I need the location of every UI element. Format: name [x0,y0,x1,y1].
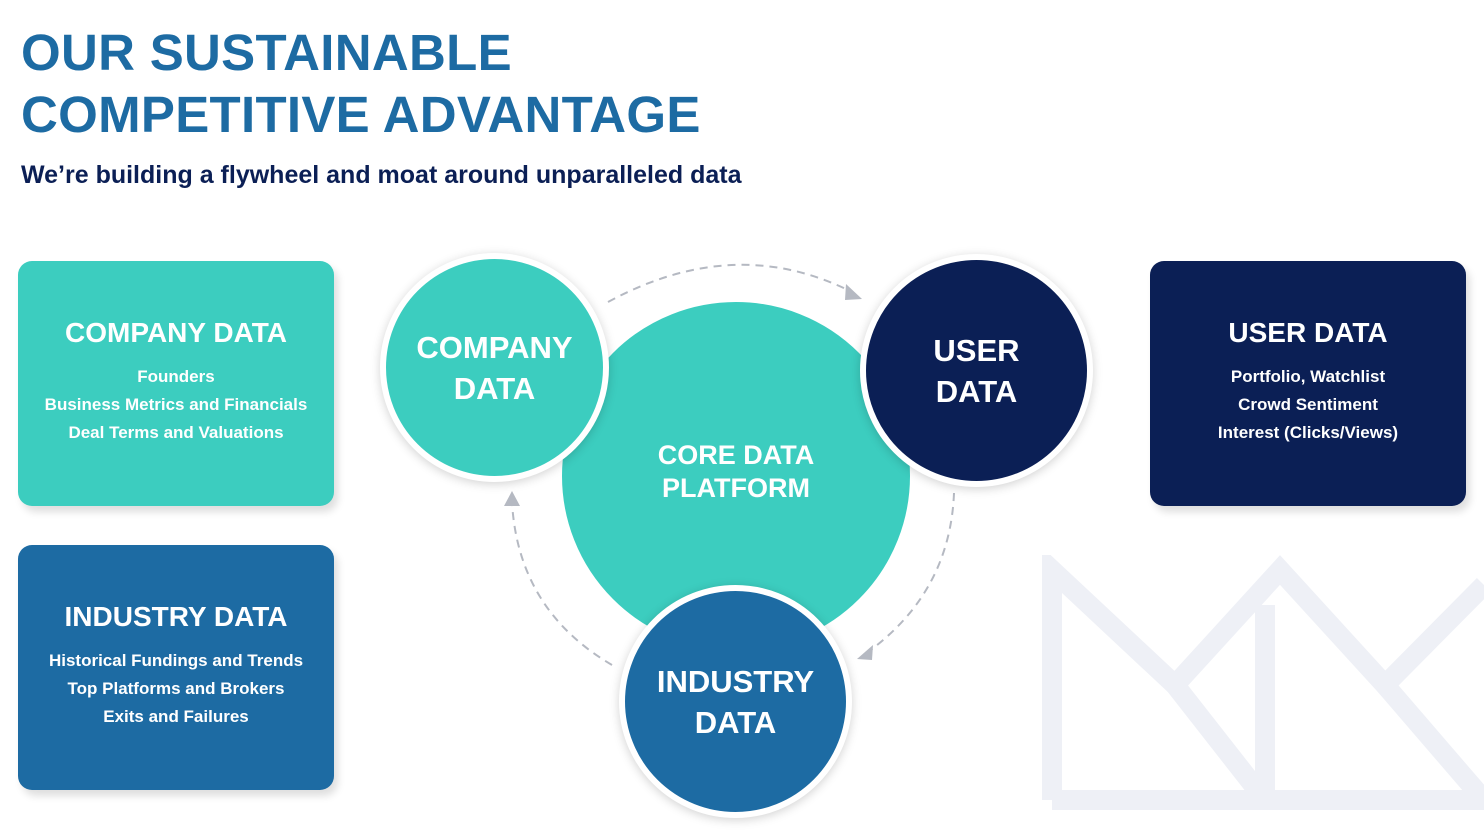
user-data-card-title: USER DATA [1228,317,1388,348]
list-item: Interest (Clicks/Views) [1217,423,1399,442]
list-item: Historical Fundings and Trends [48,651,304,670]
industry-data-card: INDUSTRY DATA Historical Fundings and Tr… [18,545,334,790]
page-title: OUR SUSTAINABLE COMPETITIVE ADVANTAGE [21,22,701,146]
user-data-circle: USER DATA [860,254,1093,487]
title-line-1: OUR SUSTAINABLE [21,24,512,81]
core-data-platform-label: CORE DATA PLATFORM [657,440,815,503]
user-data-card: USER DATA Portfolio, Watchlist Crowd Sen… [1150,261,1466,506]
company-data-circle: COMPANY DATA [380,253,609,482]
company-data-card: COMPANY DATA Founders Business Metrics a… [18,261,334,506]
arrowhead-icon [504,491,520,506]
industry-data-circle: INDUSTRY DATA [619,585,852,818]
industry-data-circle-label: INDUSTRY DATA [656,663,815,740]
industry-data-card-list: Historical Fundings and Trends Top Platf… [18,647,334,731]
arrow-company-to-user [607,263,853,303]
list-item: Deal Terms and Valuations [68,423,284,442]
list-item: Exits and Failures [103,707,249,726]
arrow-industry-to-company [511,501,613,666]
company-data-circle-label: COMPANY DATA [416,329,573,406]
company-data-card-list: Founders Business Metrics and Financials… [18,363,334,447]
company-data-card-title: COMPANY DATA [65,317,287,348]
industry-data-card-title: INDUSTRY DATA [64,601,288,632]
arrowhead-icon [857,645,873,660]
list-item: Top Platforms and Brokers [67,679,285,698]
user-data-card-list: Portfolio, Watchlist Crowd Sentiment Int… [1150,363,1466,447]
page-subtitle: We’re building a flywheel and moat aroun… [21,161,742,189]
list-item: Founders [137,367,215,386]
user-data-circle-label: USER DATA [933,332,1020,409]
list-item: Business Metrics and Financials [44,395,308,414]
title-line-2: COMPETITIVE ADVANTAGE [21,86,701,143]
list-item: Crowd Sentiment [1238,395,1378,414]
list-item: Portfolio, Watchlist [1230,367,1386,386]
watermark-logo [1042,555,1484,810]
arrowhead-icon [845,284,862,300]
